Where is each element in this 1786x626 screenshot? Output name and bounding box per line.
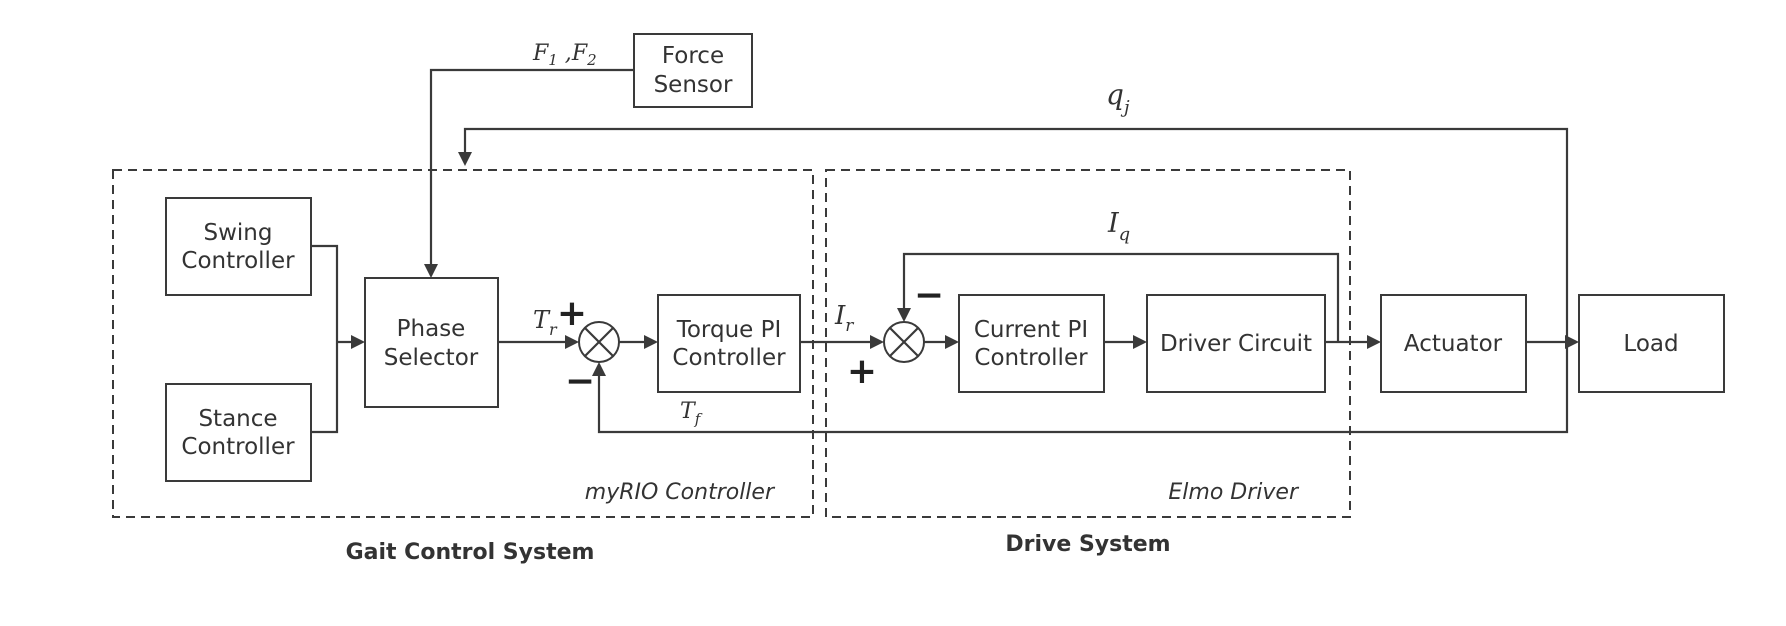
actuator-output-arrowhead: [1565, 335, 1579, 349]
torque-minus-sign: −: [565, 361, 595, 402]
force-sensor-wire: [429, 68, 634, 264]
force-sensor-label-line1: Force: [662, 43, 724, 69]
torque-pi-controller-block: [657, 294, 801, 393]
current-summing-junction: [883, 321, 925, 363]
myrio-controller-region: [112, 169, 814, 518]
torque-reference-label: Tr: [533, 306, 558, 339]
myrio-controller-label: myRIO Controller: [585, 480, 776, 505]
phase-selector-label-line2: Selector: [384, 345, 479, 371]
torque-plus-sign: +: [557, 293, 587, 334]
torque-feedback-label: Tf: [680, 399, 703, 428]
joint-angle-arrowhead: [458, 152, 472, 166]
elmo-driver-label: Elmo Driver: [1168, 480, 1300, 505]
joint-angle-feedback-wire: [463, 127, 1569, 342]
torque-error-arrowhead: [644, 335, 658, 349]
driver-circuit-block: [1146, 294, 1326, 393]
current-pi-controller-block: [958, 294, 1105, 393]
load-label: Load: [1623, 331, 1678, 357]
force-sensor-block: [633, 33, 753, 108]
current-feedback-label: Iq: [1107, 208, 1130, 245]
current-pi-output-arrowhead: [1133, 335, 1147, 349]
current-reference-arrowhead: [870, 335, 884, 349]
driver-circuit-label: Driver Circuit: [1160, 331, 1312, 357]
stance-controller-label-line1: Stance: [198, 406, 277, 432]
swing-stance-merge-wire: [311, 244, 351, 434]
current-feedback-arrowhead: [897, 308, 911, 322]
torque-reference-arrowhead: [565, 335, 579, 349]
torque-pi-label-line1: Torque PI: [676, 317, 782, 343]
actuator-block: [1380, 294, 1527, 393]
phase-selector-label-line1: Phase: [397, 316, 466, 342]
current-minus-sign: −: [914, 275, 944, 316]
current-reference-label: Ir: [834, 301, 854, 336]
torque-feedback-wire: [597, 342, 1569, 434]
current-pi-label-line2: Controller: [974, 345, 1088, 371]
stance-controller-block: [165, 383, 312, 482]
phase-selector-block: [364, 277, 499, 408]
swing-controller-label-line2: Controller: [181, 248, 295, 274]
force-signals-label: F1 ,F2: [532, 41, 597, 69]
elmo-driver-region: [825, 169, 1351, 518]
joint-angle-label: qj: [1106, 78, 1130, 118]
driver-output-arrowhead: [1367, 335, 1381, 349]
load-block: [1578, 294, 1725, 393]
torque-feedback-arrowhead: [592, 362, 606, 376]
force-sensor-arrowhead: [424, 264, 438, 278]
stance-controller-label-line2: Controller: [181, 434, 295, 460]
drive-system-caption: Drive System: [1005, 532, 1170, 557]
phase-selector-input-arrowhead: [351, 335, 365, 349]
actuator-label: Actuator: [1404, 331, 1503, 357]
gait-control-system-caption: Gait Control System: [346, 540, 595, 565]
current-plus-sign: +: [847, 351, 877, 392]
current-feedback-wire: [902, 252, 1340, 342]
swing-controller-block: [165, 197, 312, 296]
force-sensor-label-line2: Sensor: [654, 72, 733, 98]
swing-controller-label-line1: Swing: [204, 220, 273, 246]
current-pi-label-line1: Current PI: [974, 317, 1088, 343]
torque-pi-label-line2: Controller: [672, 345, 786, 371]
current-error-arrowhead: [945, 335, 959, 349]
